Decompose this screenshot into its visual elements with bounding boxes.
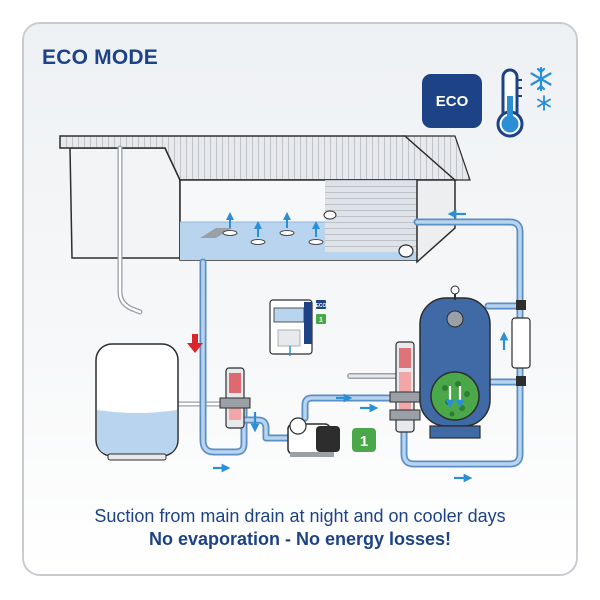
- motorized-valve-2: [389, 341, 421, 433]
- controller-count-label: 1: [319, 317, 323, 324]
- heat-exchanger: [511, 300, 531, 386]
- pump: [287, 417, 340, 457]
- eco-mode-badge: ECO: [422, 74, 482, 128]
- pump-number: 1: [360, 433, 368, 450]
- thermometer-icon: [496, 66, 552, 138]
- caption-highlight: No evaporation - No energy losses!: [148, 529, 452, 549]
- sand-filter: [419, 285, 491, 439]
- snowflake-icon: [530, 66, 552, 92]
- control-unit: ECO 1: [269, 299, 327, 356]
- controller-eco-label: ECO: [316, 303, 327, 309]
- motorized-valve-1: [219, 367, 251, 429]
- red-down-arrow-icon: [187, 334, 203, 353]
- flow-arrows: [213, 209, 509, 483]
- caption-description: Suction from main drain at night and on …: [94, 506, 506, 526]
- page-title: ECO MODE: [42, 46, 158, 69]
- pool: [59, 135, 471, 264]
- pump-number-badge: 1: [352, 428, 376, 452]
- diagram-card: [22, 22, 578, 576]
- balance-tank: [95, 343, 179, 461]
- eco-badge-label: ECO: [435, 92, 469, 110]
